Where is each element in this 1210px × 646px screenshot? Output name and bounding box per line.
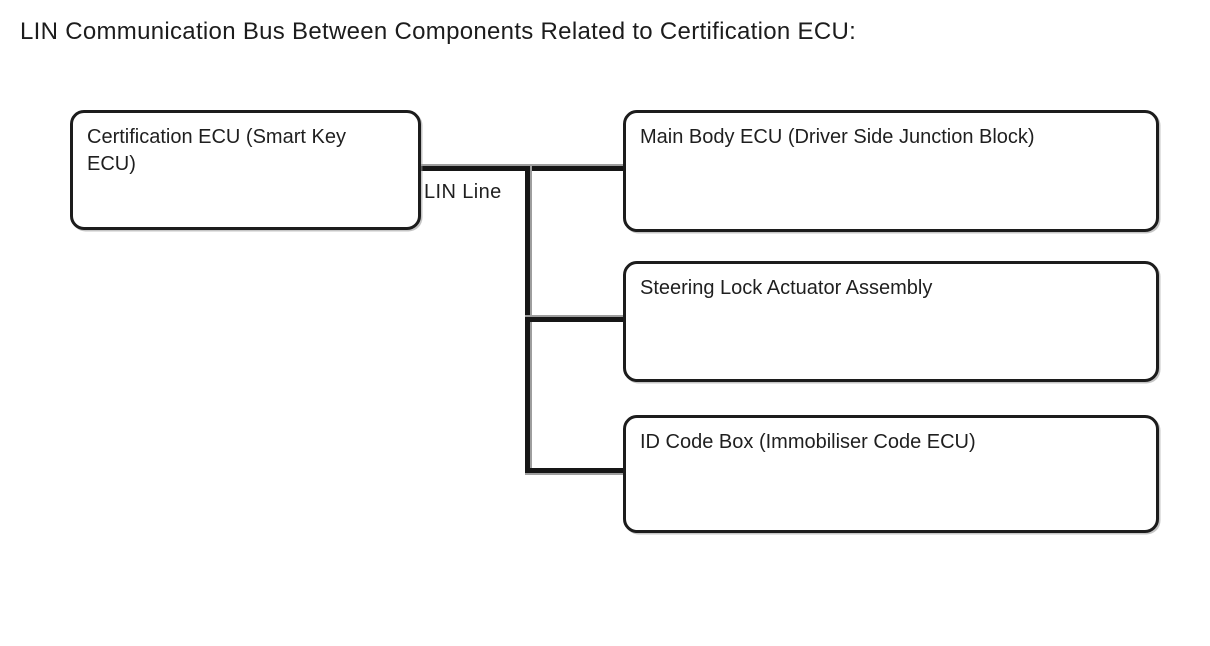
- node-steering-lock-actuator-label: Steering Lock Actuator Assembly: [640, 277, 933, 299]
- node-main-body-ecu: Main Body ECU (Driver Side Junction Bloc…: [623, 110, 1159, 232]
- node-id-code-box-label: ID Code Box (Immobiliser Code ECU): [640, 431, 976, 453]
- bus-line-main-horizontal: [419, 166, 625, 171]
- bus-branch-steering-lock: [525, 317, 625, 322]
- node-id-code-box: ID Code Box (Immobiliser Code ECU): [623, 415, 1159, 533]
- node-main-body-ecu-label: Main Body ECU (Driver Side Junction Bloc…: [640, 126, 1035, 148]
- lin-line-label: LIN Line: [424, 181, 502, 203]
- diagram-title: LIN Communication Bus Between Components…: [20, 18, 857, 45]
- node-certification-ecu: Certification ECU (Smart Key ECU): [70, 110, 421, 230]
- bus-branch-id-code-box: [525, 468, 625, 473]
- node-certification-ecu-label: Certification ECU (Smart Key ECU): [87, 126, 346, 175]
- node-steering-lock-actuator: Steering Lock Actuator Assembly: [623, 261, 1159, 382]
